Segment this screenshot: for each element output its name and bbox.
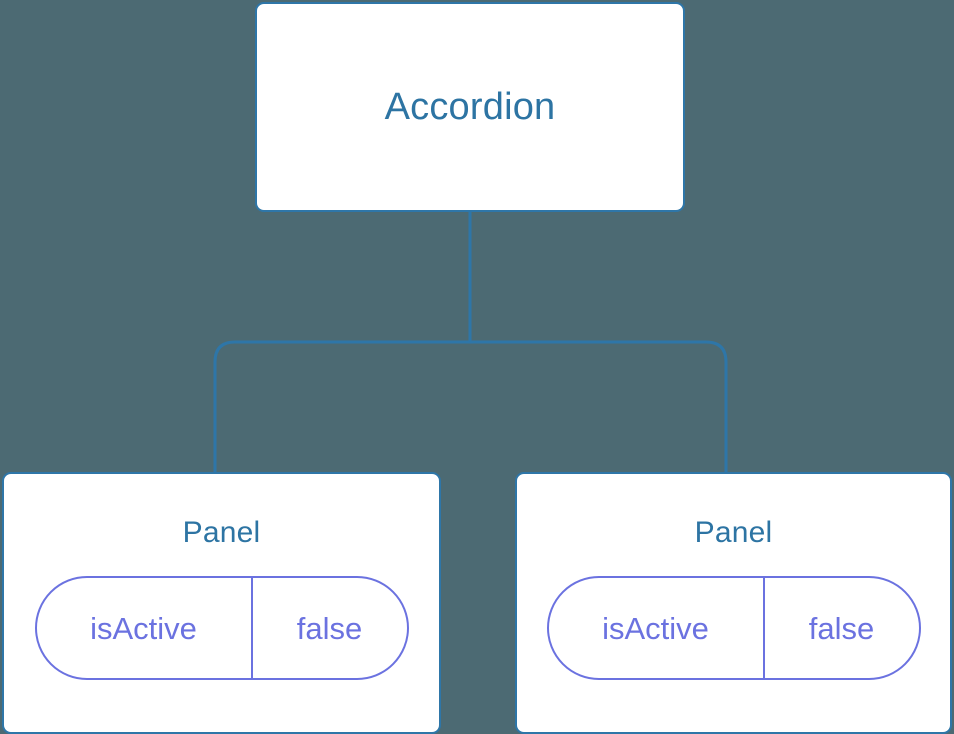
prop-pill-panel-1[interactable]: isActive false bbox=[34, 576, 409, 680]
node-panel-2-label: Panel bbox=[694, 516, 773, 549]
prop-value-isactive: false bbox=[250, 578, 407, 678]
prop-value-isactive: false bbox=[762, 578, 919, 678]
edge-to-panel-2 bbox=[470, 340, 728, 474]
edge-to-panel-1 bbox=[213, 340, 470, 474]
node-panel-1[interactable]: Panel isActive false bbox=[2, 472, 441, 734]
prop-name-isactive: isActive bbox=[602, 610, 709, 646]
prop-pill-panel-2[interactable]: isActive false bbox=[546, 576, 921, 680]
node-panel-1-label: Panel bbox=[182, 516, 261, 549]
node-accordion[interactable]: Accordion bbox=[255, 2, 685, 212]
node-panel-2[interactable]: Panel isActive false bbox=[515, 472, 952, 734]
node-accordion-label: Accordion bbox=[384, 86, 556, 128]
prop-name-isactive: isActive bbox=[90, 610, 197, 646]
